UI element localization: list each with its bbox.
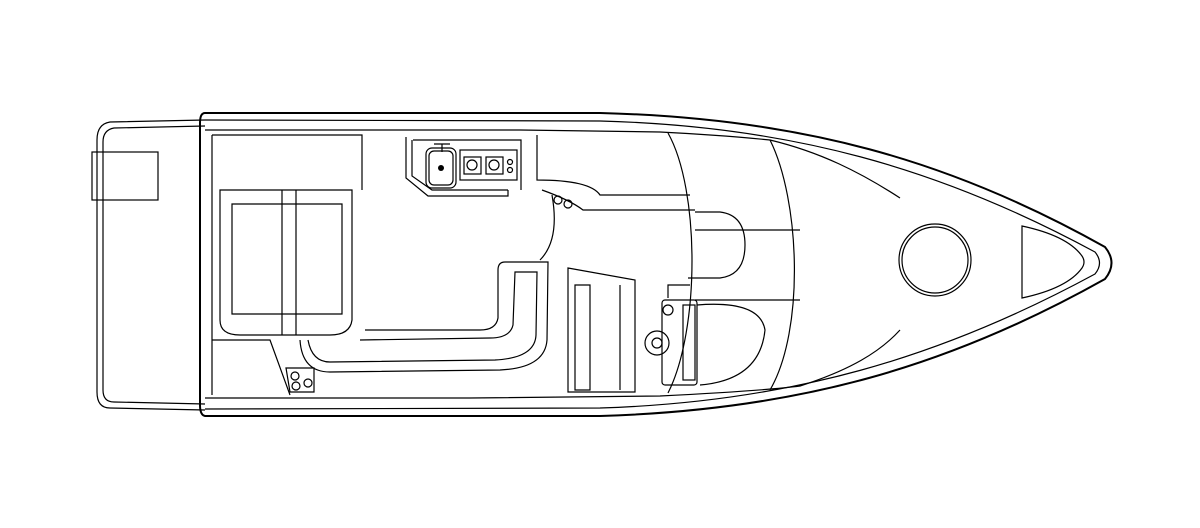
anchor-locker: [1021, 225, 1085, 299]
helm-console: [661, 299, 698, 386]
galley: [405, 137, 522, 197]
sink: [425, 147, 457, 189]
aft-seating: [211, 134, 549, 396]
helm-area: [536, 135, 800, 393]
stove: [459, 149, 518, 181]
bow-hatch: [898, 223, 972, 297]
swim-platform: [91, 119, 206, 411]
hull-outline: [199, 112, 1113, 417]
boarding-ladder-hatch: [91, 151, 159, 201]
steering-wheel: [644, 330, 670, 356]
